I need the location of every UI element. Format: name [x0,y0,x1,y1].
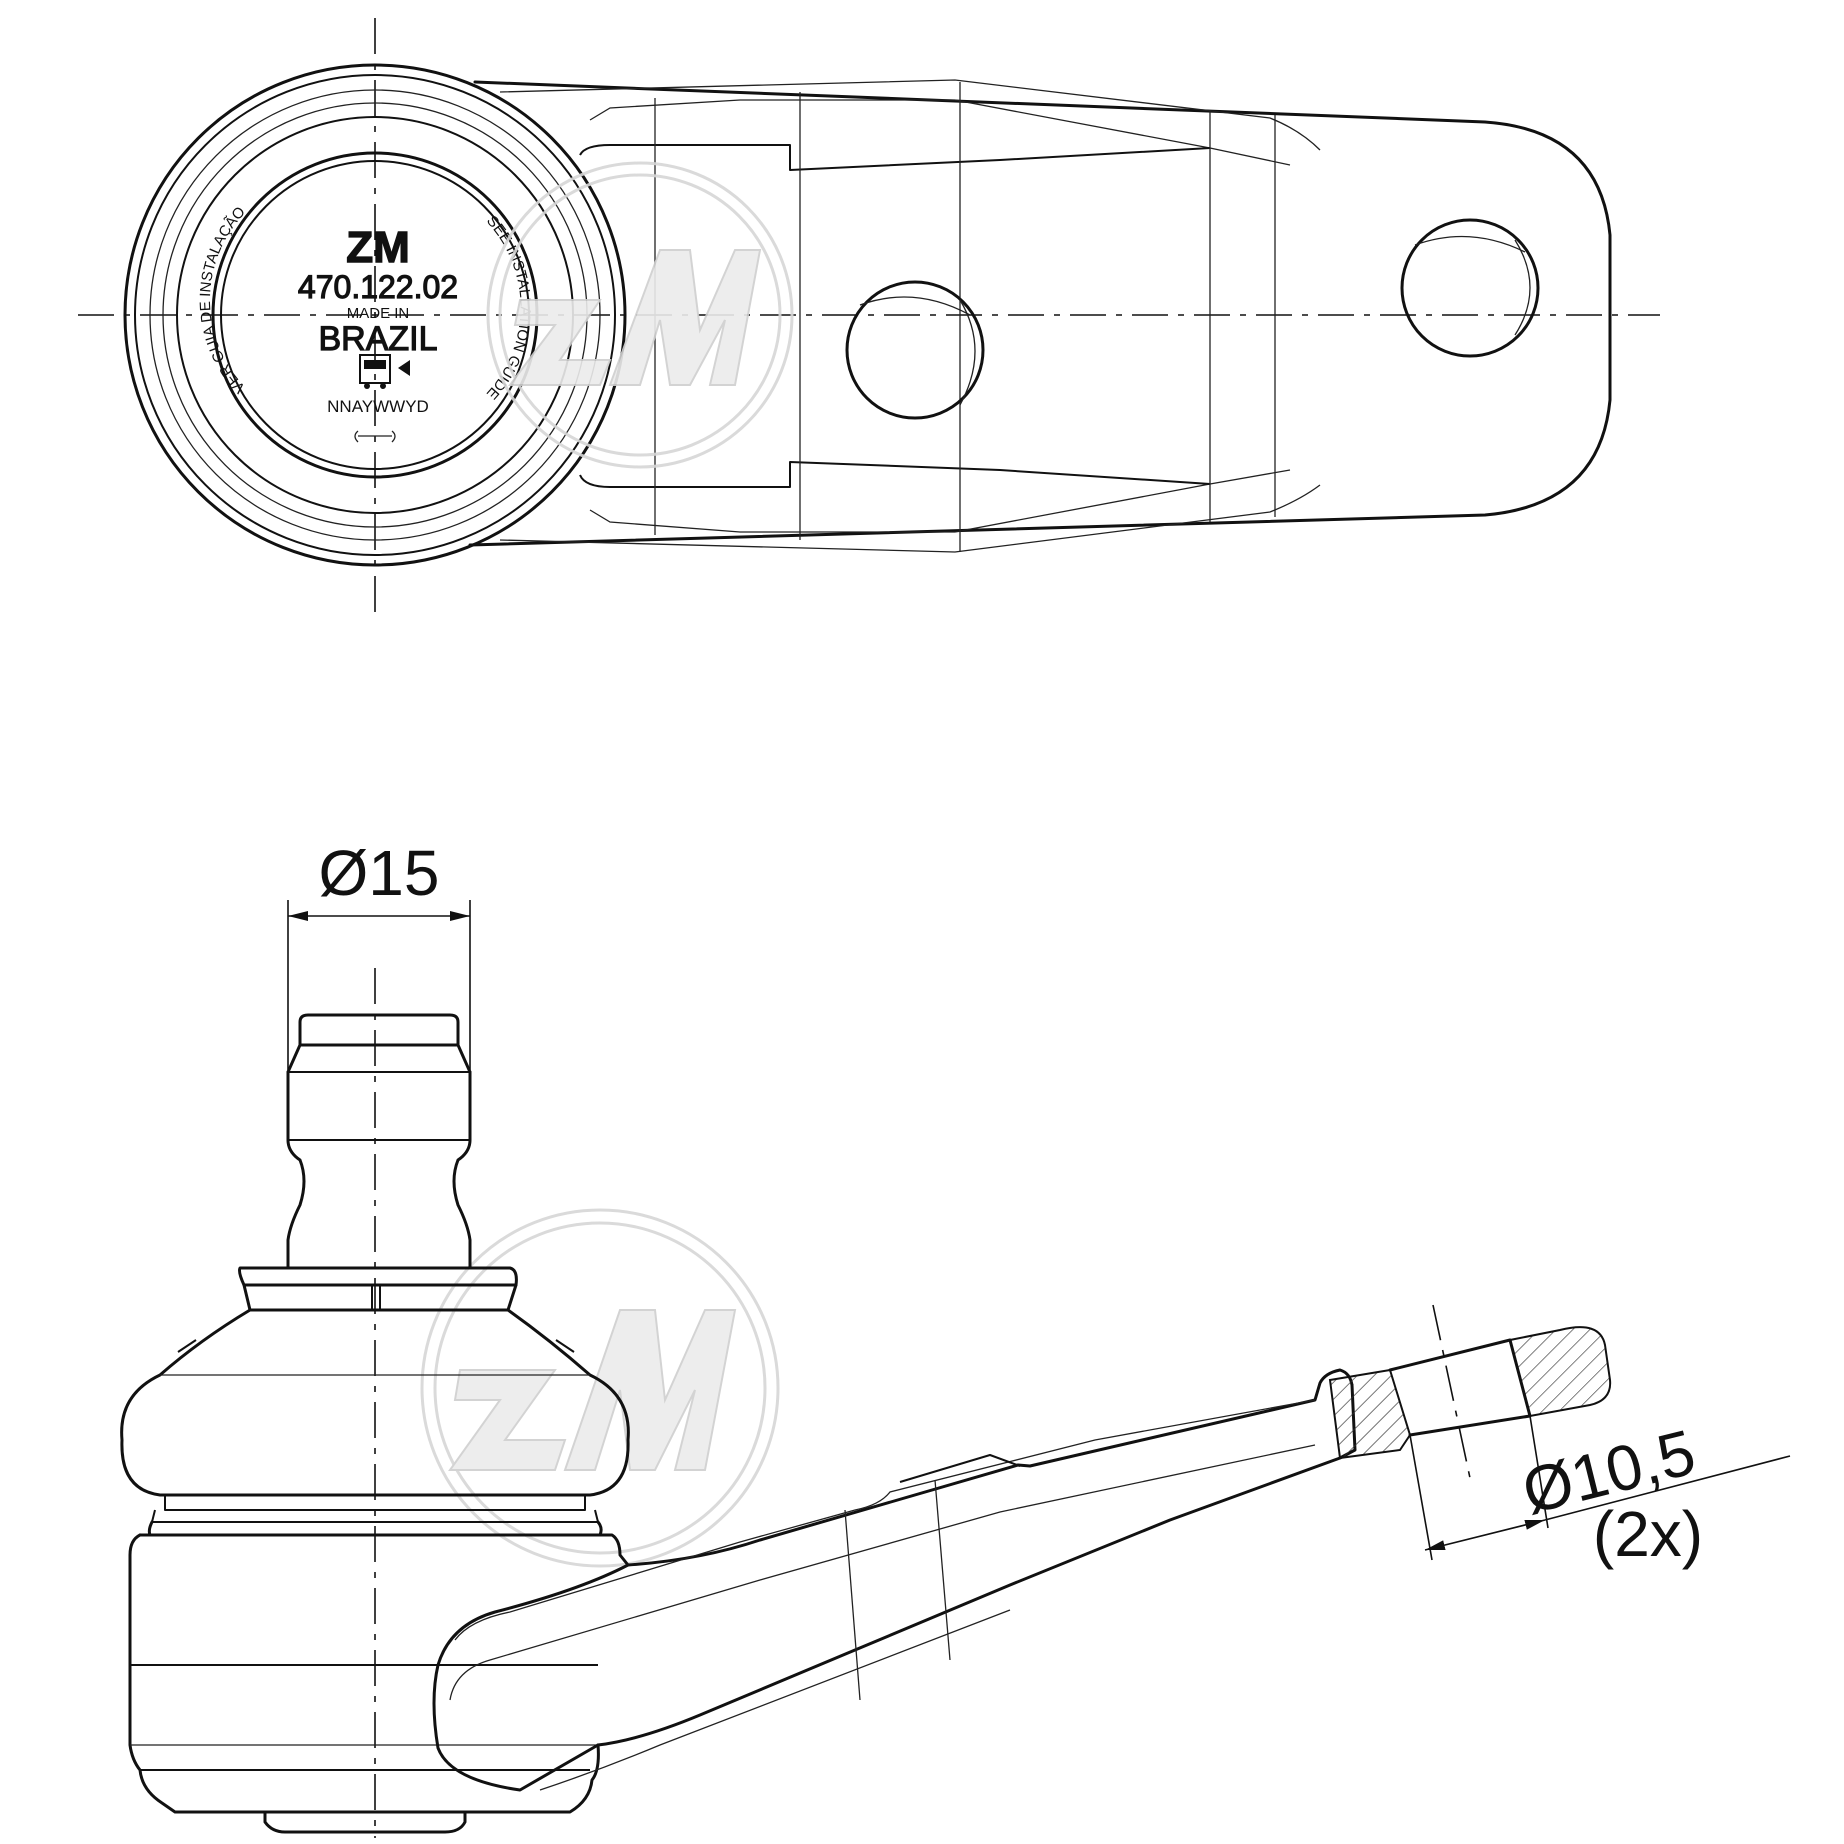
arm-end-hatch-right [1508,1326,1612,1418]
housing-body [138,1368,1354,1567]
truck-icon [359,354,391,389]
arm-slot-top [589,99,1291,166]
part-stamp: ZM 470.122.02 MADE IN BRAZIL NNAYWWYD VE… [197,204,534,443]
arm-inner-contour-bottom [499,484,1321,553]
arm-end-outline [1388,1338,1532,1437]
housing-outer-circle [123,63,627,567]
threaded-stud [286,1013,472,1270]
housing-lower-outline [128,1533,600,1814]
arm-recess-top [579,144,1211,171]
arm-inner-line-1 [454,1399,1316,1641]
top-view: ZM 470.122.02 MADE IN BRAZIL NNAYWWYD VE… [78,18,1660,615]
triangle-marker-icon [398,360,410,376]
hole-count-label: (2x) [1593,1498,1703,1570]
mounting-hole-1 [845,280,985,420]
stud-diameter-dimension: Ø15 [287,837,471,1070]
stamp-part-number: 470.122.02 [298,269,458,305]
arm-section-2 [934,1479,951,1661]
stud-diameter-label: Ø15 [319,837,440,909]
stamp-date-code: NNAYWWYD [327,397,429,416]
svg-text:VER GUIA DE INSTALAÇÃO: VER GUIA DE INSTALAÇÃO [197,204,249,397]
boot-clip-right [555,1339,575,1353]
housing-rim-circle [134,74,616,556]
arm-recess-bottom [579,461,1211,488]
arm-end-hatch-left [1328,1368,1412,1460]
hole-centerline [1432,1304,1471,1479]
arm-upper-edge [432,1563,630,1792]
arm-inner-line-3 [539,1609,1011,1791]
boot-clip-left [177,1339,197,1353]
hole-diameter-dimension: Ø10,5 (2x) [1409,1416,1791,1570]
mounting-hole-2 [1400,218,1540,358]
watermark-logo-top [486,161,794,469]
dust-boot-collar [238,1266,518,1312]
arm-ridge [899,1454,1021,1483]
watermark-logo-side [420,1208,780,1568]
stamp-origin-line2: BRAZIL [318,320,437,358]
side-view: Ø15 Ø10,5 (2x) [120,837,1791,1838]
arm-inner-line-2 [449,1444,1316,1701]
stamp-origin-line1: MADE IN [347,305,410,322]
wrench-icon [354,430,396,443]
stamp-brand: ZM [346,223,410,272]
arm-inner-contour-top [499,79,1321,151]
stamp-ring-left: VER GUIA DE INSTALAÇÃO [197,204,249,397]
housing-ring-1 [149,89,601,541]
arm-slot-bottom [589,469,1291,533]
arm-outline [468,80,1612,547]
housing-bottom-cap [263,1810,467,1834]
arm-section-1 [844,1509,861,1701]
arm-lower-edge [596,1383,1357,1747]
